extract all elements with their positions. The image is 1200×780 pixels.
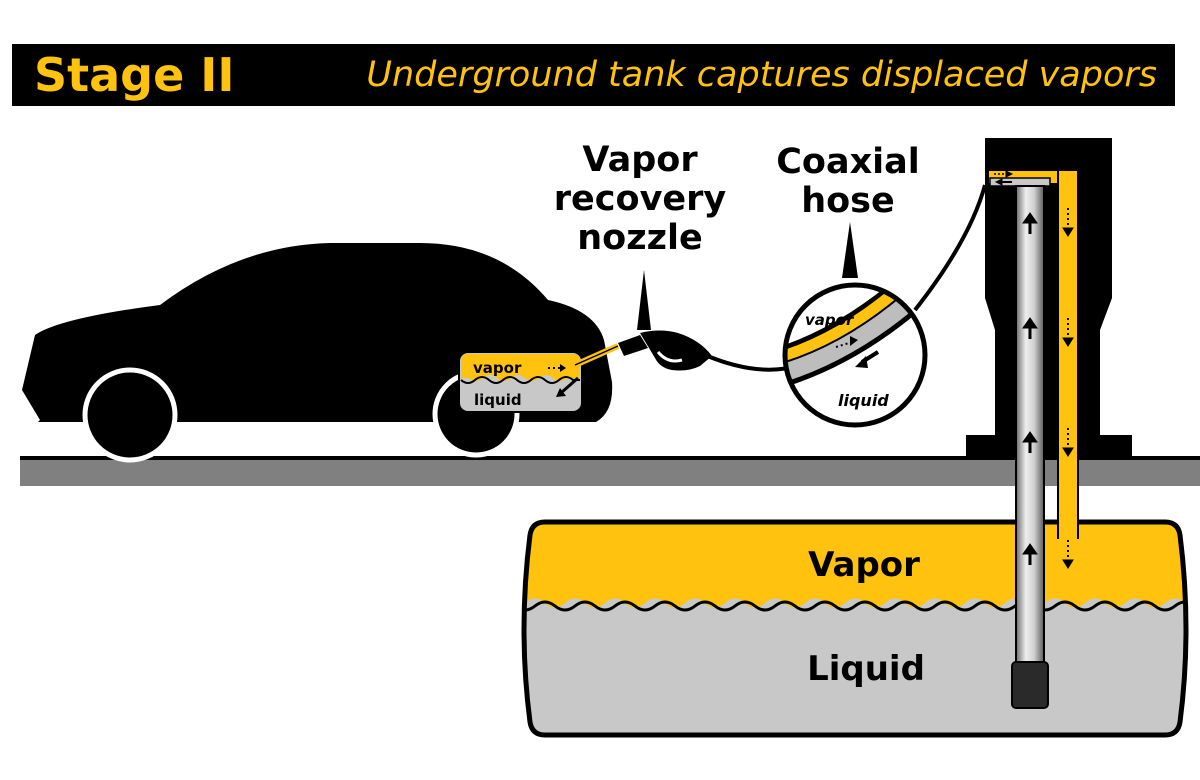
nozzle-pointer [637,270,651,330]
banner-title: Stage II [34,48,235,102]
nozzle-label-line2: recovery [554,179,727,219]
ust-vapor-label: Vapor [808,545,920,585]
down-arrow [1062,540,1074,569]
hose-pointer [842,222,858,278]
hose-label-line1: Coaxial [776,142,920,182]
hose-vapor-label: vapor [805,311,855,329]
liquid-flow-arrows [1022,212,1038,565]
up-arrow [1022,317,1038,339]
down-arrow [1062,208,1074,237]
dispenser [966,138,1132,456]
hose-liquid-label: liquid [838,391,889,410]
liquid-supply-pipe [989,177,1051,709]
hose-label-line2: hose [801,181,895,221]
up-arrow [1022,212,1038,234]
up-arrow [1022,431,1038,453]
car-liquid-label: liquid [474,391,522,409]
ust-liquid-label: Liquid [807,649,925,689]
up-arrow [1022,543,1038,565]
left-arrow [994,178,1012,186]
coaxial-hose-magnifier: vapor liquid [782,282,928,428]
down-arrow [1062,428,1074,457]
underground-storage-tank: Vapor Liquid [521,519,1189,738]
rear-wheel [82,367,178,463]
banner-subtitle: Underground tank captures displaced vapo… [366,55,1157,95]
down-arrow [1062,318,1074,347]
car-gas-tank: Gas tank vapor liquid [458,315,583,413]
title-banner: Stage II Underground tank captures displ… [12,44,1175,106]
nozzle-label-line1: Vapor [582,140,698,180]
vapor-recovery-nozzle [618,330,712,371]
nozzle-label-line3: nozzle [577,218,702,258]
gas-tank-label: Gas tank [465,315,570,339]
car-vapor-label: vapor [473,359,522,377]
ground-strip [20,460,1200,486]
pump-intake [1011,661,1049,709]
vapor-flow-arrows [994,170,1074,569]
right-arrow [994,170,1014,178]
ground-line [20,456,1200,460]
hose-to-dispenser [913,184,987,312]
